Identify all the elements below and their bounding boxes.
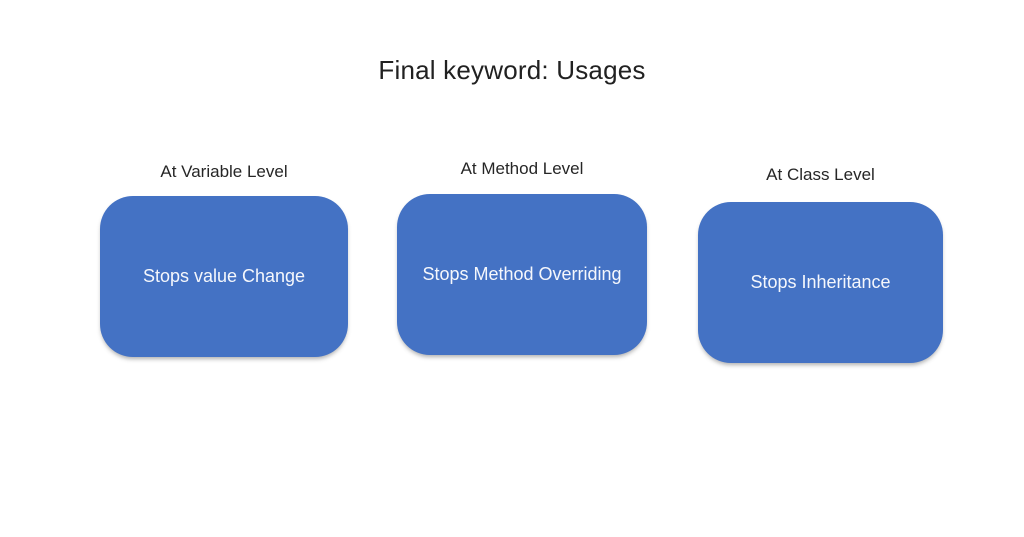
box-text-stops-method-overriding: Stops Method Overriding bbox=[422, 264, 622, 284]
group-class-level: At Class Level Stops Inheritance bbox=[698, 165, 943, 363]
group-variable-level: At Variable Level Stops value Change bbox=[100, 162, 348, 357]
group-method-level: At Method Level Stops Method Overriding bbox=[397, 159, 647, 355]
slide-title: Final keyword: Usages bbox=[378, 55, 646, 85]
rounded-box-method-level: Stops Method Overriding bbox=[397, 194, 647, 355]
group-label-method-level: At Method Level bbox=[460, 159, 584, 178]
group-label-variable-level: At Variable Level bbox=[160, 162, 288, 181]
box-text-stops-inheritance: Stops Inheritance bbox=[750, 272, 891, 292]
rounded-box-variable-level: Stops value Change bbox=[100, 196, 348, 357]
box-text-stops-value-change: Stops value Change bbox=[142, 266, 306, 286]
rounded-box-class-level: Stops Inheritance bbox=[698, 202, 943, 363]
group-label-class-level: At Class Level bbox=[766, 165, 875, 184]
